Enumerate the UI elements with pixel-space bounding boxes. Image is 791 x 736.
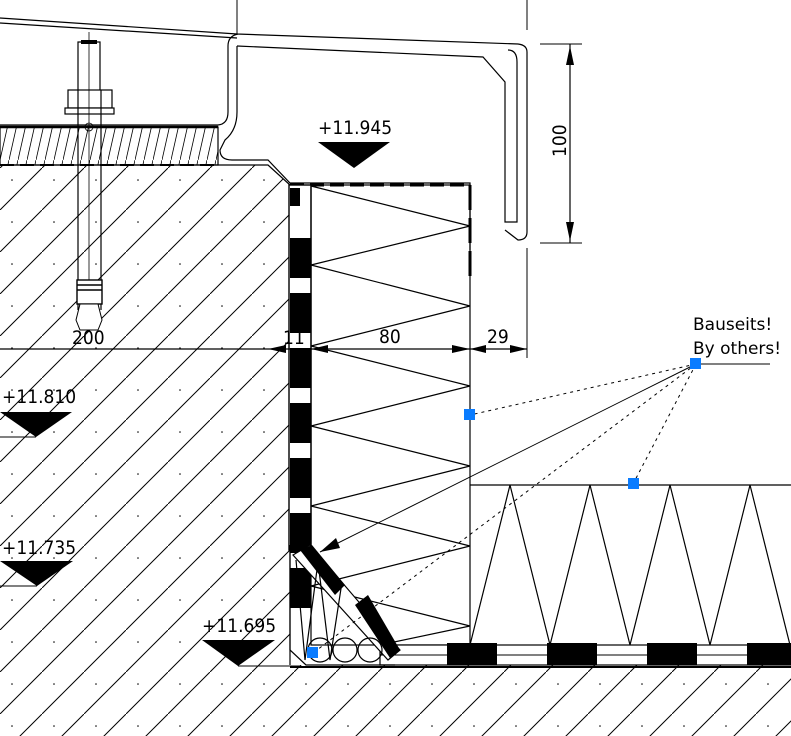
elevation-label: +11.695 [202, 615, 276, 637]
membrane-block [290, 353, 300, 371]
annotation-line-2: By others! [693, 339, 781, 359]
membrane-block [290, 568, 311, 608]
elevation-marker-top: +11.945 [318, 117, 392, 168]
vertical-dimension [540, 43, 582, 244]
elevation-marker-floor: +11.695 [202, 615, 300, 667]
dim-membrane-thickness: 11 [283, 327, 305, 349]
elevation-marker-left-upper: +11.810 [0, 386, 76, 438]
metal-coping [0, 0, 528, 358]
elevation-label: +11.735 [2, 537, 76, 559]
elevation-label: +11.810 [2, 386, 76, 408]
membrane-block [290, 463, 300, 481]
bottom-membrane [290, 643, 791, 668]
dim-flashing-height: 100 [549, 124, 571, 157]
grip-leader-1[interactable] [464, 409, 475, 420]
elevation-label: +11.945 [318, 117, 392, 139]
membrane-block [290, 408, 300, 426]
annotation-leader[interactable]: Bauseits! By others! [307, 315, 781, 658]
elevation-marker-left-lower: +11.735 [0, 537, 76, 587]
dim-gap: 29 [487, 326, 509, 348]
membrane-block [290, 243, 300, 261]
corner-fillet [289, 544, 401, 666]
grip-leader-2[interactable] [628, 478, 639, 489]
annotation-line-1: Bauseits! [693, 315, 772, 335]
dim-insulation-width: 80 [379, 326, 401, 348]
grip-leader-base[interactable] [690, 358, 701, 369]
anchor-bolt [64, 32, 115, 331]
membrane-block [290, 518, 300, 536]
horizontal-dimension [0, 345, 527, 353]
grip-leader-3[interactable] [307, 647, 318, 658]
membrane-block [290, 188, 300, 206]
horizontal-insulation [469, 484, 791, 646]
dim-anchor-length: 200 [72, 327, 105, 349]
wood-plate [0, 125, 219, 166]
vertical-membrane [288, 184, 312, 608]
membrane-block [290, 298, 300, 316]
